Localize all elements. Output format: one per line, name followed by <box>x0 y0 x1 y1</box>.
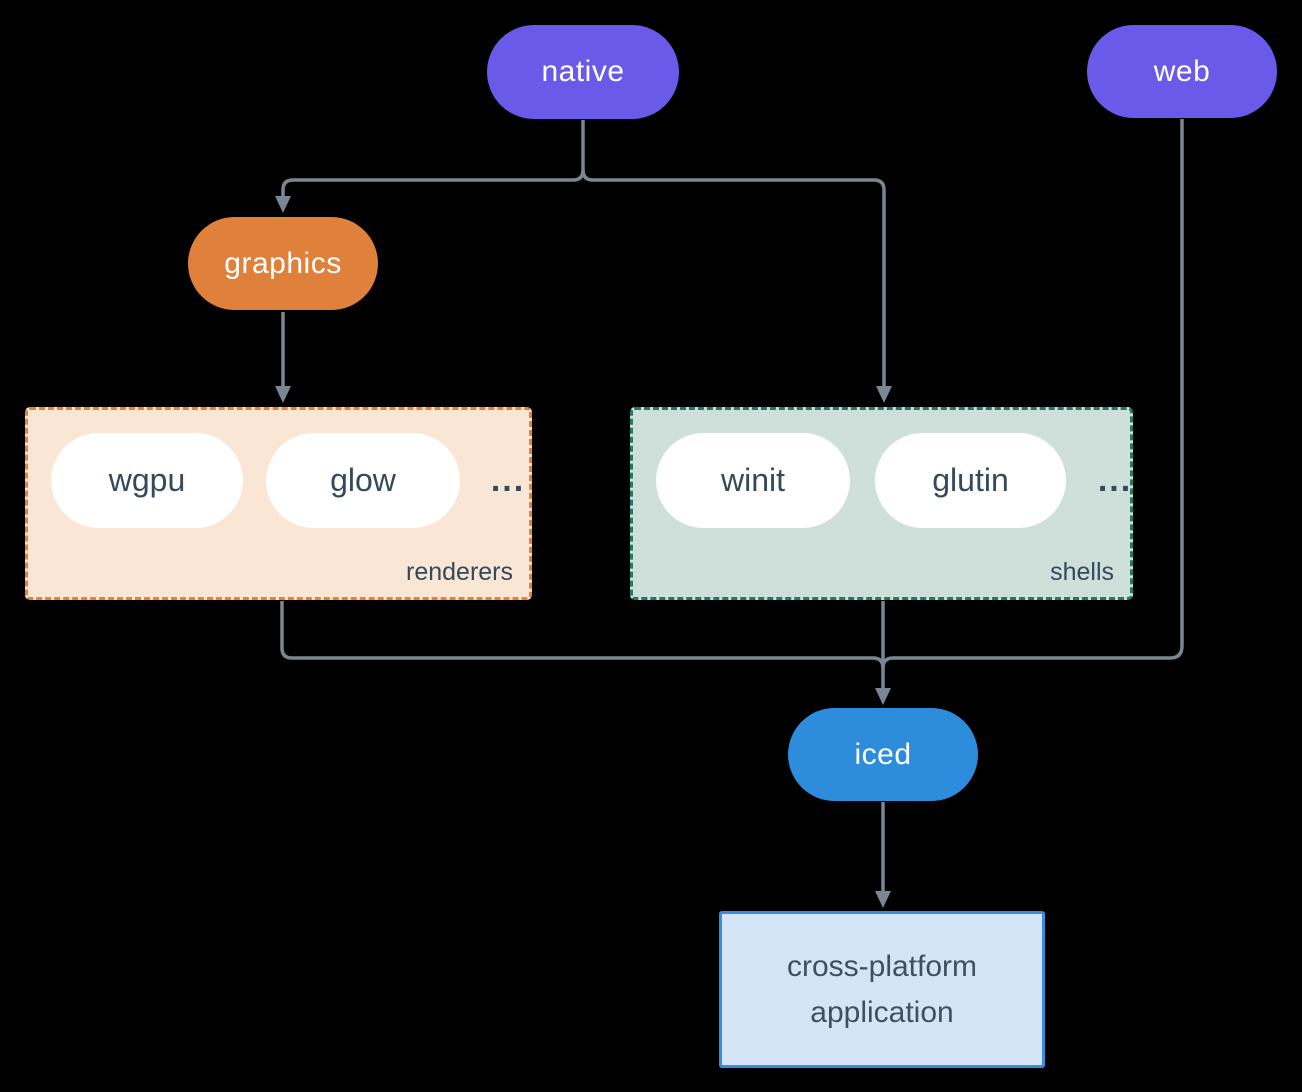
node-iced: iced <box>788 708 978 801</box>
node-glow-label: glow <box>330 462 396 498</box>
renderers-ellipsis: ... <box>490 461 526 499</box>
node-wgpu: wgpu <box>51 433 243 528</box>
node-graphics: graphics <box>188 217 378 310</box>
node-cross-platform-application: cross-platform application <box>719 911 1045 1068</box>
node-wgpu-label: wgpu <box>108 462 186 498</box>
node-native: native <box>487 25 679 119</box>
group-shells: winit glutin ... shells <box>630 407 1133 600</box>
group-renderers: wgpu glow ... renderers <box>25 407 532 600</box>
node-winit: winit <box>656 433 850 528</box>
group-shells-label: shells <box>1050 558 1114 586</box>
edge-native-to-graphics <box>281 169 585 198</box>
node-iced-label: iced <box>854 737 912 771</box>
node-web: web <box>1087 25 1277 118</box>
node-glutin: glutin <box>875 433 1066 528</box>
application-label-line1: cross-platform <box>786 949 978 983</box>
arrowhead-application <box>875 891 891 908</box>
edge-native-to-shells <box>581 169 886 387</box>
arrowhead-shells <box>876 386 892 403</box>
arrowhead-iced <box>875 688 891 705</box>
shells-ellipsis: ... <box>1097 461 1133 499</box>
arrowhead-graphics <box>275 196 291 213</box>
application-label-line2: application <box>810 995 954 1029</box>
edge-renderers-to-merge <box>280 601 885 669</box>
node-native-label: native <box>541 55 625 88</box>
node-glow: glow <box>266 433 460 528</box>
node-web-label: web <box>1153 54 1211 88</box>
group-renderers-label: renderers <box>406 558 513 586</box>
node-winit-label: winit <box>720 462 785 498</box>
node-glutin-label: glutin <box>932 462 1009 498</box>
arrowhead-renderers <box>275 386 291 403</box>
node-graphics-label: graphics <box>224 246 342 280</box>
